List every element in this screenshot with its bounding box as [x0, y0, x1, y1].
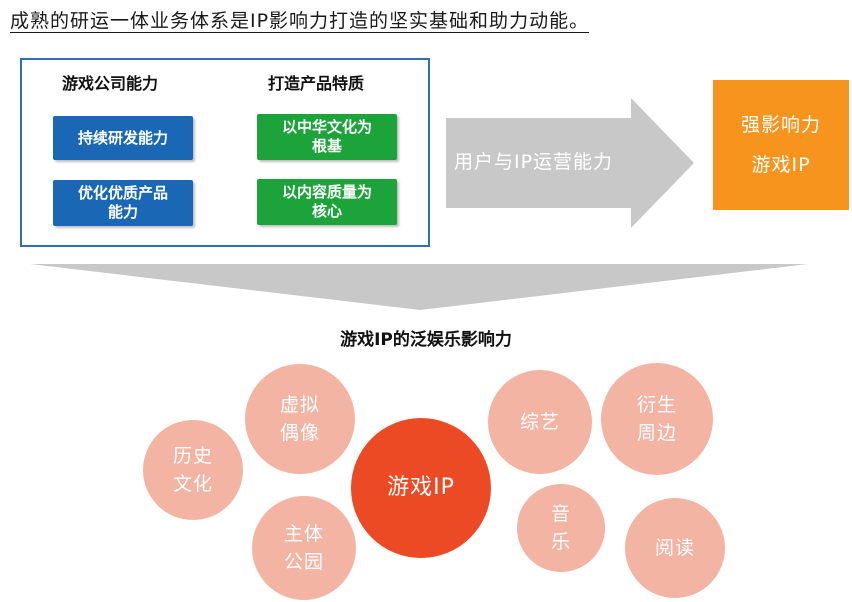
- circle-music: 音 乐: [517, 484, 605, 572]
- rd-capability-box: 持续研发能力: [53, 116, 193, 160]
- strong-ip-line1: 强影响力: [740, 114, 821, 136]
- circle-virtual-idol: 虚拟 偶像: [245, 364, 355, 474]
- large-right-arrow: [446, 98, 694, 228]
- circle-reading: 阅读: [625, 498, 725, 598]
- circle-history-culture: 历史 文化: [143, 420, 243, 520]
- headline: 成熟的研运一体业务体系是IP影响力打造的坚实基础和助力动能。: [10, 10, 590, 32]
- section-title: 游戏IP的泛娱乐影响力: [340, 330, 512, 350]
- quality-product-box: 优化优质产品 能力: [53, 180, 193, 226]
- circle-derivatives: 衍生 周边: [601, 363, 713, 475]
- product-trait-title: 打造产品特质: [268, 74, 365, 93]
- user-ip-operation-label: 用户与IP运营能力: [454, 151, 614, 173]
- circle-game-ip: 游戏IP: [351, 418, 491, 558]
- circle-theme-park: 主体 公园: [252, 496, 356, 600]
- chinese-culture-box: 以中华文化为 根基: [257, 114, 397, 160]
- strong-ip-box: 强影响力 游戏IP: [713, 80, 849, 210]
- downward-funnel: [30, 264, 808, 310]
- strong-ip-line2: 游戏IP: [751, 154, 811, 176]
- content-quality-box: 以内容质量为 核心: [257, 179, 397, 225]
- circle-variety-show: 综艺: [488, 370, 592, 474]
- company-capability-title: 游戏公司能力: [62, 74, 159, 93]
